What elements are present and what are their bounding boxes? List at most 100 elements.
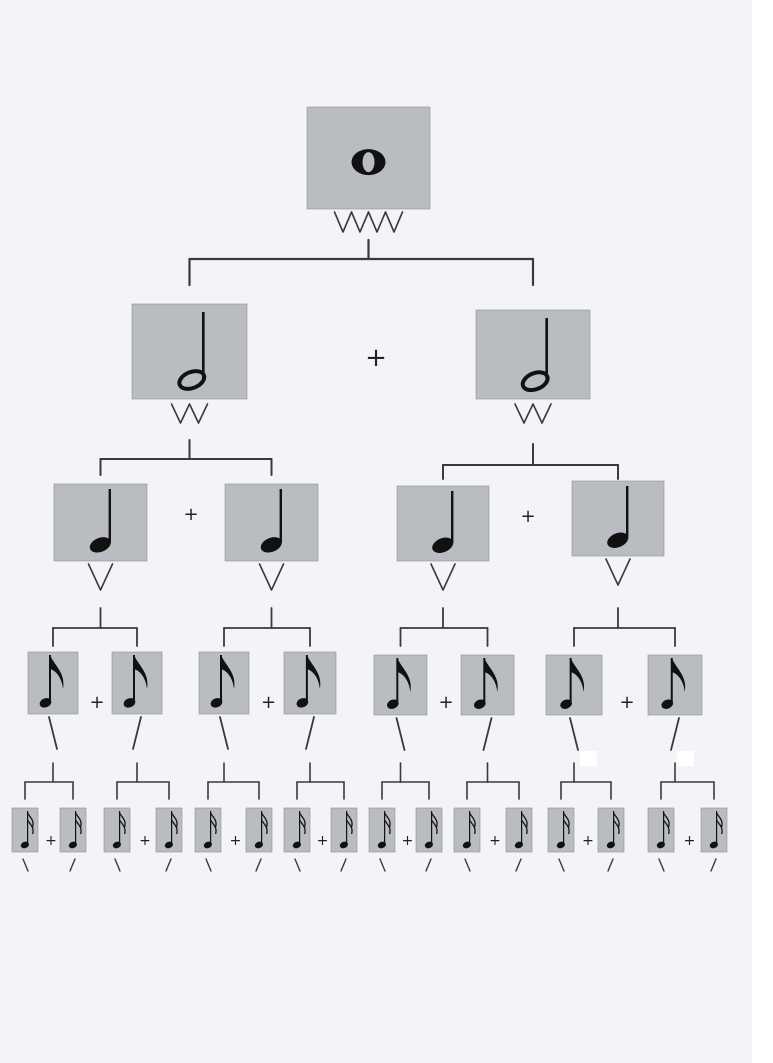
card-background [475, 309, 591, 400]
note-head [296, 698, 309, 708]
note-flag [469, 819, 476, 835]
split-mark [114, 858, 121, 872]
plus-sign: + [402, 833, 414, 849]
note-flag [171, 819, 178, 835]
eighth-note-icon [560, 658, 585, 709]
sixteenth-note-card [597, 807, 625, 853]
note-flag [469, 812, 476, 828]
plus-sign: + [619, 692, 634, 713]
eighth-note-card [27, 651, 79, 715]
connector-lines [24, 238, 715, 800]
note-head [20, 841, 29, 849]
note-flag [384, 812, 391, 828]
split-mark [48, 716, 58, 750]
note-flag [384, 819, 391, 835]
sixteenth-note-card [368, 807, 396, 853]
note-flag [431, 819, 438, 835]
note-flag [431, 812, 438, 828]
note-head [339, 841, 348, 849]
note-flag [134, 655, 148, 689]
split-mark [170, 403, 209, 424]
plus-sign: + [684, 833, 696, 849]
quarter-note-card [224, 483, 319, 562]
note-flag [613, 819, 620, 835]
sixteenth-note-card [330, 807, 358, 853]
scan-blot [677, 751, 694, 766]
split-mark [514, 403, 552, 424]
note-head [377, 841, 386, 849]
note-flag [346, 819, 353, 835]
note-flag [663, 812, 670, 828]
plus-sign: + [261, 692, 276, 713]
split-mark [333, 211, 404, 233]
note-flag [299, 819, 306, 835]
eighth-note-card [647, 654, 703, 716]
note-flag [75, 812, 82, 828]
note-flag [563, 819, 570, 835]
split-mark [482, 717, 493, 751]
half-note-icon [177, 312, 207, 391]
eighth-note-card [545, 654, 603, 716]
note-flag [210, 812, 217, 828]
split-mark [515, 858, 522, 872]
half-note-icon [520, 318, 550, 393]
split-mark [395, 717, 406, 751]
sixteenth-note-card [453, 807, 481, 853]
half-note-card [131, 303, 248, 400]
sixteenth-note-card [245, 807, 273, 853]
split-mark [607, 858, 614, 872]
note-head [203, 841, 212, 849]
plus-sign: + [438, 692, 453, 713]
sixteenth-note-icon [462, 811, 476, 849]
note-flag [50, 655, 64, 689]
sixteenth-note-card [505, 807, 533, 853]
sixteenth-note-icon [556, 811, 570, 849]
plus-sign: + [89, 692, 104, 713]
card-background [131, 303, 248, 400]
note-flag [27, 812, 34, 828]
scan-blot [580, 751, 597, 766]
note-head [432, 537, 454, 553]
split-mark [219, 716, 229, 750]
sixteenth-note-icon [203, 811, 217, 849]
note-flag [210, 819, 217, 835]
sixteenth-note-card [547, 807, 575, 853]
note-head [164, 841, 173, 849]
note-head [68, 841, 77, 849]
note-head [560, 699, 572, 709]
note-flag [613, 812, 620, 828]
plus-sign: + [365, 343, 387, 373]
eighth-note-card [198, 651, 250, 715]
sixteenth-note-card [11, 807, 39, 853]
plus-sign: + [139, 833, 151, 849]
split-mark [569, 717, 579, 751]
sixteenth-note-card [415, 807, 443, 853]
note-flag [570, 658, 585, 692]
note-flag [119, 819, 126, 835]
note-head [424, 841, 433, 849]
sixteenth-note-card [700, 807, 728, 853]
note-head [254, 841, 263, 849]
eighth-note-card [283, 651, 337, 715]
note-head [292, 841, 301, 849]
quarter-note-icon [89, 489, 112, 553]
split-mark [165, 858, 172, 872]
note-flag [397, 658, 411, 692]
quarter-note-card [396, 485, 490, 562]
note-flag [261, 812, 268, 828]
split-mark [205, 858, 212, 872]
whole-note-card [306, 106, 431, 210]
note-head [260, 537, 282, 553]
sixteenth-note-card [103, 807, 131, 853]
note-flag [671, 658, 686, 692]
eighth-note-icon [296, 655, 321, 708]
sixteenth-note-icon [292, 811, 306, 849]
sixteenth-note-card [59, 807, 87, 853]
note-head [709, 841, 718, 849]
whole-note-hollow [362, 152, 375, 173]
note-flag [221, 655, 235, 689]
eighth-note-icon [123, 655, 148, 708]
split-mark [294, 858, 301, 872]
note-cards [11, 106, 728, 853]
note-head [462, 841, 471, 849]
